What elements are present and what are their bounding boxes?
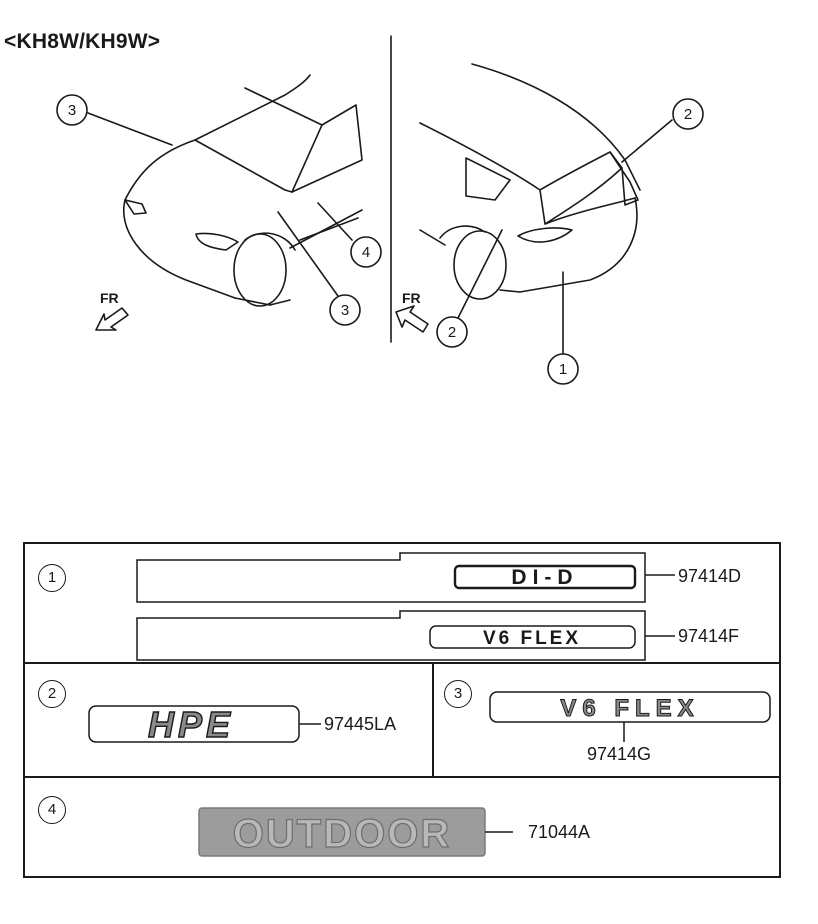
part-number-label: 97414G <box>587 744 652 764</box>
part-number-label: 97414D <box>678 566 742 586</box>
model-label: <KH8W/KH9W> <box>4 30 161 53</box>
arrow-up-left-icon <box>395 305 429 333</box>
emblem-text: V6 FLEX <box>560 695 699 722</box>
front-view-vehicle <box>123 74 363 307</box>
emblem-di-d: DI-D <box>136 552 646 603</box>
part-number-label: 97414F <box>678 626 740 646</box>
front-direction-indicator: FR <box>95 290 129 331</box>
part-cell-2: 2 HPE 97445LA <box>25 664 434 778</box>
direction-label: FR <box>402 290 421 306</box>
part-cell-4: 4 OUTDOOR 71044A <box>25 778 779 876</box>
part-ref-number: 3 <box>444 680 472 708</box>
part-number-label: 71044A <box>528 822 591 842</box>
callout-number: 2 <box>448 324 456 341</box>
vehicle-views: 3 4 3 FR 2 2 1 <box>56 35 704 385</box>
emblem-v6-flex-side: V6 FLEX <box>489 691 771 723</box>
front-callout-3-side: 3 <box>277 211 361 326</box>
front-callout-4: 4 <box>317 202 382 268</box>
part-ref-number: 1 <box>38 564 66 592</box>
parts-table: 1 DI-D V6 FLEX 97414D 97414F 2 HPE <box>23 542 781 878</box>
part-number-label: 97445LA <box>324 714 397 734</box>
callout-number: 3 <box>68 102 76 119</box>
emblem-text: HPE <box>148 704 234 745</box>
emblem-hpe: HPE <box>88 703 300 746</box>
emblem-v6-flex: V6 FLEX <box>136 610 646 661</box>
rear-direction-indicator: FR <box>395 290 429 333</box>
emblem-outdoor: OUTDOOR <box>198 807 486 857</box>
front-callout-3-top: 3 <box>56 94 173 146</box>
arrow-down-left-icon <box>95 307 129 331</box>
part-cell-3: 3 V6 FLEX 97414G <box>434 664 779 778</box>
emblem-text: V6 FLEX <box>483 628 581 649</box>
callout-number: 3 <box>341 302 349 319</box>
rear-view-vehicle <box>419 63 641 300</box>
rear-callout-2-top: 2 <box>621 98 704 163</box>
callout-number: 1 <box>559 361 567 378</box>
rear-callout-2-side: 2 <box>436 229 503 348</box>
callout-number: 2 <box>684 106 692 123</box>
direction-label: FR <box>100 290 119 306</box>
part-ref-number: 2 <box>38 680 66 708</box>
emblem-text: DI-D <box>511 566 578 589</box>
callout-number: 4 <box>362 244 370 261</box>
rear-callout-1: 1 <box>547 271 579 385</box>
part-ref-number: 4 <box>38 796 66 824</box>
part-cell-1: 1 DI-D V6 FLEX 97414D 97414F <box>25 544 779 664</box>
emblem-text: OUTDOOR <box>233 812 451 856</box>
